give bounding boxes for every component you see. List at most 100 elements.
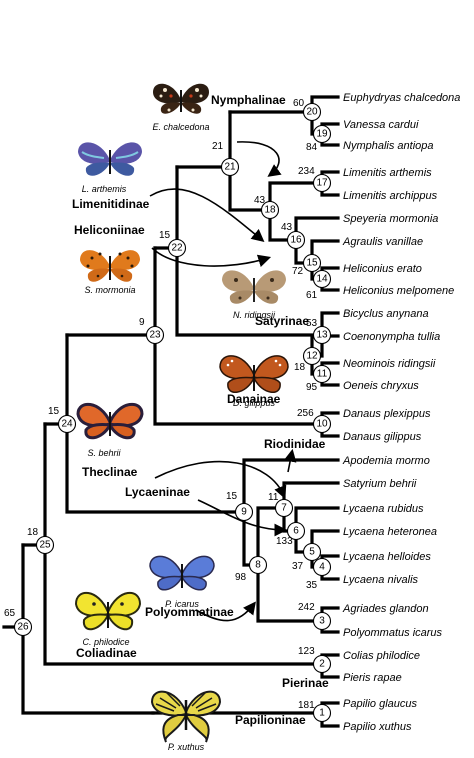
node-19: 19 bbox=[312, 124, 332, 144]
support-16: 43 bbox=[281, 222, 293, 233]
taxon-label: Satyrium behrii bbox=[343, 478, 417, 490]
butterfly-e-chalcedona bbox=[153, 83, 209, 114]
taxa-labels: Euphydryas chalcedona Vanessa cardui Nym… bbox=[342, 92, 460, 733]
node-15: 15 bbox=[302, 253, 322, 273]
support-1: 181 bbox=[298, 700, 315, 711]
support-24: 15 bbox=[48, 406, 60, 417]
taxon-label: Lycaena helloides bbox=[343, 551, 431, 563]
svg-text:20: 20 bbox=[306, 107, 318, 118]
node-1: 1 bbox=[312, 703, 332, 723]
butterfly-p-icarus bbox=[149, 555, 215, 591]
tree-nodes: 26 25 24 23 22 21 20 19 18 17 16 15 14 1… bbox=[13, 102, 332, 723]
taxon-label: Heliconius erato bbox=[343, 263, 422, 275]
taxon-label: Neominois ridingsii bbox=[343, 358, 436, 370]
node-25: 25 bbox=[35, 535, 55, 555]
taxon-label: Speyeria mormonia bbox=[343, 213, 438, 225]
node-10: 10 bbox=[312, 414, 332, 434]
taxon-label: Danaus gilippus bbox=[343, 431, 422, 443]
node-6: 6 bbox=[286, 521, 306, 541]
subfamily-limenitidinae: Limenitidinae bbox=[72, 197, 150, 211]
svg-text:12: 12 bbox=[306, 351, 318, 362]
node-13: 13 bbox=[312, 325, 332, 345]
arrow-limenitidinae bbox=[149, 188, 265, 243]
svg-text:7: 7 bbox=[281, 503, 287, 514]
subfamily-heliconiinae: Heliconiinae bbox=[74, 223, 145, 237]
subfamily-papilioninae: Papilioninae bbox=[235, 713, 306, 727]
support-4: 35 bbox=[306, 580, 318, 591]
caption-n-ridingsii: N. ridingsii bbox=[233, 310, 276, 320]
svg-text:19: 19 bbox=[316, 129, 328, 140]
taxon-label: Colias philodice bbox=[343, 650, 420, 662]
butterfly-images: E. chalcedona L. arthemis S. mormonia bbox=[74, 83, 289, 752]
support-14: 61 bbox=[306, 290, 318, 301]
svg-text:25: 25 bbox=[39, 540, 51, 551]
taxon-label: Lycaena nivalis bbox=[343, 574, 419, 586]
taxon-label: Pieris rapae bbox=[343, 672, 402, 684]
caption-d-gilippus: D. gilippus bbox=[233, 398, 276, 408]
support-21: 21 bbox=[212, 141, 224, 152]
arrow-lycaeninae bbox=[197, 499, 288, 537]
arrows bbox=[149, 141, 297, 622]
butterfly-s-behrii bbox=[76, 403, 144, 440]
butterfly-n-ridingsii bbox=[222, 270, 286, 304]
arrow-heliconiinae bbox=[151, 247, 272, 267]
caption-s-behrii: S. behrii bbox=[87, 448, 121, 458]
svg-text:9: 9 bbox=[241, 507, 247, 518]
support-8: 98 bbox=[235, 572, 247, 583]
support-7: 11 bbox=[268, 492, 279, 503]
caption-p-xuthus: P. xuthus bbox=[168, 742, 205, 752]
support-5: 37 bbox=[292, 561, 304, 572]
taxon-label: Vanessa cardui bbox=[343, 119, 419, 131]
caption-s-mormonia: S. mormonia bbox=[84, 285, 135, 295]
taxon-label: Apodemia mormo bbox=[342, 455, 430, 467]
support-values: 65 18 15 9 15 21 60 84 43 234 43 72 61 5… bbox=[4, 98, 318, 711]
taxon-label: Polyommatus icarus bbox=[343, 627, 443, 639]
svg-text:2: 2 bbox=[319, 659, 325, 670]
support-12: 18 bbox=[294, 362, 306, 373]
svg-text:22: 22 bbox=[171, 243, 183, 254]
support-2: 123 bbox=[298, 646, 315, 657]
svg-text:6: 6 bbox=[293, 526, 299, 537]
arrow-polyommatinae bbox=[195, 601, 256, 622]
node-18: 18 bbox=[260, 200, 280, 220]
arrow-riodinidae bbox=[283, 448, 297, 473]
node-5: 5 bbox=[302, 542, 322, 562]
taxon-label: Oeneis chryxus bbox=[343, 380, 419, 392]
support-6: 133 bbox=[276, 536, 293, 547]
taxon-label: Limenitis arthemis bbox=[343, 167, 432, 179]
taxon-label: Heliconius melpomene bbox=[343, 285, 454, 297]
subfamily-satyrinae: Satyrinae bbox=[255, 314, 309, 328]
node-9: 9 bbox=[234, 502, 254, 522]
subfamily-labels: Nymphalinae Limenitidinae Heliconiinae S… bbox=[72, 93, 329, 727]
taxon-label: Agriades glandon bbox=[342, 603, 429, 615]
support-13: 53 bbox=[306, 318, 318, 329]
subfamily-riodinidae: Riodinidae bbox=[264, 437, 326, 451]
svg-text:14: 14 bbox=[316, 274, 328, 285]
node-24: 24 bbox=[57, 414, 77, 434]
taxon-label: Nymphalis antiopa bbox=[343, 140, 434, 152]
support-11: 95 bbox=[306, 382, 318, 393]
caption-e-chalcedona: E. chalcedona bbox=[152, 122, 209, 132]
node-21: 21 bbox=[220, 157, 240, 177]
node-16: 16 bbox=[286, 230, 306, 250]
node-26: 26 bbox=[13, 617, 33, 637]
support-10: 256 bbox=[297, 408, 314, 419]
node-7: 7 bbox=[274, 498, 294, 518]
subfamily-polyommatinae: Polyommatinae bbox=[145, 605, 234, 619]
support-22: 15 bbox=[159, 230, 171, 241]
butterfly-d-gilippus bbox=[219, 355, 289, 393]
node-4: 4 bbox=[312, 557, 332, 577]
subfamily-nymphalinae: Nymphalinae bbox=[211, 93, 286, 107]
svg-text:26: 26 bbox=[17, 622, 29, 633]
svg-text:10: 10 bbox=[316, 419, 328, 430]
svg-text:1: 1 bbox=[319, 708, 325, 719]
svg-text:18: 18 bbox=[264, 205, 276, 216]
svg-text:24: 24 bbox=[61, 419, 73, 430]
node-8: 8 bbox=[248, 555, 268, 575]
subfamily-pierinae: Pierinae bbox=[282, 676, 329, 690]
support-9: 15 bbox=[226, 491, 238, 502]
svg-text:15: 15 bbox=[306, 258, 318, 269]
butterfly-c-philodice bbox=[74, 592, 142, 631]
arrow-theclinae bbox=[154, 460, 287, 499]
